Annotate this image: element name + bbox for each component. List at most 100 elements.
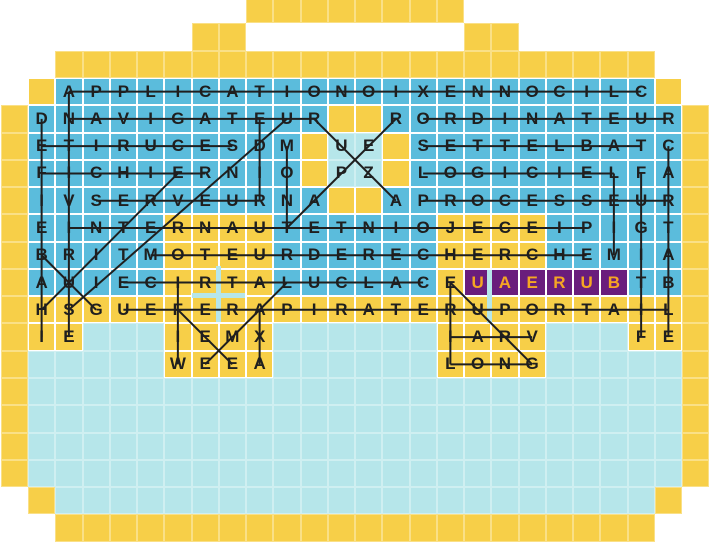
letter-cell[interactable]: I bbox=[164, 78, 192, 106]
letter-cell[interactable]: O bbox=[164, 241, 192, 269]
letter-cell[interactable]: E bbox=[654, 323, 682, 351]
letter-cell[interactable]: R bbox=[382, 105, 410, 133]
letter-cell[interactable]: E bbox=[28, 132, 56, 160]
letter-cell[interactable]: E bbox=[355, 132, 383, 160]
letter-cell[interactable]: I bbox=[627, 241, 655, 269]
letter-cell[interactable]: C bbox=[409, 268, 437, 297]
letter-cell[interactable]: E bbox=[218, 241, 246, 269]
letter-cell[interactable]: I bbox=[246, 159, 274, 188]
letter-cell[interactable]: A bbox=[545, 105, 573, 133]
letter-cell[interactable]: R bbox=[436, 187, 464, 215]
letter-cell[interactable]: L bbox=[436, 350, 464, 378]
letter-cell[interactable]: U bbox=[627, 187, 655, 215]
letter-cell[interactable]: A bbox=[191, 105, 219, 133]
letter-cell[interactable]: I bbox=[55, 214, 83, 242]
letter-cell[interactable]: L bbox=[409, 159, 437, 188]
letter-cell[interactable]: D bbox=[300, 241, 328, 269]
letter-cell[interactable]: I bbox=[273, 78, 301, 106]
letter-cell[interactable]: L bbox=[654, 296, 682, 324]
letter-cell[interactable]: I bbox=[82, 268, 110, 297]
letter-cell[interactable]: M bbox=[600, 241, 628, 269]
letter-cell[interactable]: T bbox=[109, 241, 137, 269]
letter-cell[interactable]: P bbox=[491, 296, 519, 324]
letter-cell[interactable]: I bbox=[491, 105, 519, 133]
letter-cell[interactable]: R bbox=[654, 187, 682, 215]
letter-cell[interactable]: F bbox=[627, 323, 655, 351]
letter-cell[interactable]: E bbox=[300, 214, 328, 242]
letter-cell[interactable]: E bbox=[518, 214, 546, 242]
letter-cell[interactable]: C bbox=[82, 159, 110, 188]
letter-cell[interactable]: E bbox=[573, 241, 601, 269]
letter-cell[interactable]: R bbox=[218, 296, 246, 324]
letter-cell[interactable]: N bbox=[327, 78, 355, 106]
letter-cell[interactable]: E bbox=[573, 159, 601, 188]
letter-cell[interactable]: R bbox=[355, 241, 383, 269]
letter-cell[interactable]: A bbox=[464, 323, 492, 351]
letter-cell[interactable]: E bbox=[164, 159, 192, 188]
letter-cell[interactable]: P bbox=[109, 78, 137, 106]
letter-cell[interactable]: W bbox=[164, 350, 192, 378]
letter-cell[interactable]: H bbox=[109, 159, 137, 188]
letter-cell[interactable]: E bbox=[191, 350, 219, 378]
letter-cell[interactable]: I bbox=[164, 323, 192, 351]
letter-cell[interactable]: A bbox=[28, 268, 56, 297]
letter-cell[interactable]: H bbox=[28, 296, 56, 324]
letter-cell[interactable]: B bbox=[573, 132, 601, 160]
letter-cell[interactable]: N bbox=[191, 214, 219, 242]
letter-cell[interactable]: I bbox=[545, 214, 573, 242]
letter-cell[interactable]: U bbox=[55, 268, 83, 297]
letter-cell[interactable]: L bbox=[273, 268, 301, 297]
letter-cell[interactable]: T bbox=[464, 132, 492, 160]
letter-cell[interactable]: R bbox=[137, 187, 165, 215]
letter-cell[interactable]: N bbox=[491, 350, 519, 378]
letter-cell[interactable]: G bbox=[164, 105, 192, 133]
letter-cell[interactable]: A bbox=[600, 132, 628, 160]
letter-cell[interactable]: C bbox=[654, 132, 682, 160]
letter-cell[interactable]: T bbox=[55, 132, 83, 160]
letter-cell[interactable]: I bbox=[545, 159, 573, 188]
letter-cell[interactable]: E bbox=[191, 132, 219, 160]
letter-cell[interactable]: U bbox=[246, 214, 274, 242]
letter-cell[interactable]: A bbox=[246, 296, 274, 324]
letter-cell[interactable]: T bbox=[327, 214, 355, 242]
letter-cell[interactable]: R bbox=[300, 105, 328, 133]
letter-cell[interactable]: C bbox=[164, 132, 192, 160]
letter-cell[interactable]: E bbox=[218, 350, 246, 378]
letter-cell[interactable]: L bbox=[600, 78, 628, 106]
letter-cell[interactable]: T bbox=[273, 214, 301, 242]
letter-cell[interactable]: U bbox=[627, 105, 655, 133]
letter-cell[interactable]: H bbox=[545, 241, 573, 269]
letter-cell[interactable]: O bbox=[355, 78, 383, 106]
letter-cell[interactable]: G bbox=[464, 159, 492, 188]
letter-cell[interactable]: R bbox=[164, 214, 192, 242]
letter-cell[interactable]: R bbox=[273, 241, 301, 269]
letter-cell[interactable]: F bbox=[164, 296, 192, 324]
letter-cell[interactable]: A bbox=[355, 296, 383, 324]
letter-cell[interactable]: A bbox=[300, 187, 328, 215]
letter-cell[interactable]: E bbox=[464, 214, 492, 242]
letter-cell[interactable]: C bbox=[545, 78, 573, 106]
letter-cell[interactable]: I bbox=[55, 159, 83, 188]
letter-cell[interactable]: A bbox=[218, 78, 246, 106]
letter-cell[interactable]: U bbox=[109, 296, 137, 324]
letter-cell[interactable]: I bbox=[137, 105, 165, 133]
letter-cell[interactable]: E bbox=[409, 296, 437, 324]
letter-cell[interactable]: I bbox=[382, 214, 410, 242]
letter-cell[interactable]: P bbox=[273, 296, 301, 324]
letter-cell[interactable]: E bbox=[464, 241, 492, 269]
letter-cell[interactable]: V bbox=[518, 323, 546, 351]
letter-cell[interactable]: T bbox=[627, 268, 655, 297]
letter-cell[interactable]: A bbox=[382, 268, 410, 297]
letter-cell[interactable]: I bbox=[300, 296, 328, 324]
letter-cell[interactable]: U bbox=[300, 268, 328, 297]
letter-cell[interactable]: X bbox=[246, 323, 274, 351]
letter-cell[interactable]: R bbox=[55, 241, 83, 269]
letter-cell[interactable]: C bbox=[409, 241, 437, 269]
letter-cell[interactable]: U bbox=[218, 187, 246, 215]
letter-cell[interactable]: E bbox=[137, 296, 165, 324]
letter-cell[interactable]: N bbox=[355, 214, 383, 242]
letter-cell[interactable]: R bbox=[654, 105, 682, 133]
letter-cell[interactable]: T bbox=[109, 214, 137, 242]
letter-cell[interactable]: P bbox=[409, 187, 437, 215]
letter-cell[interactable]: A bbox=[82, 105, 110, 133]
